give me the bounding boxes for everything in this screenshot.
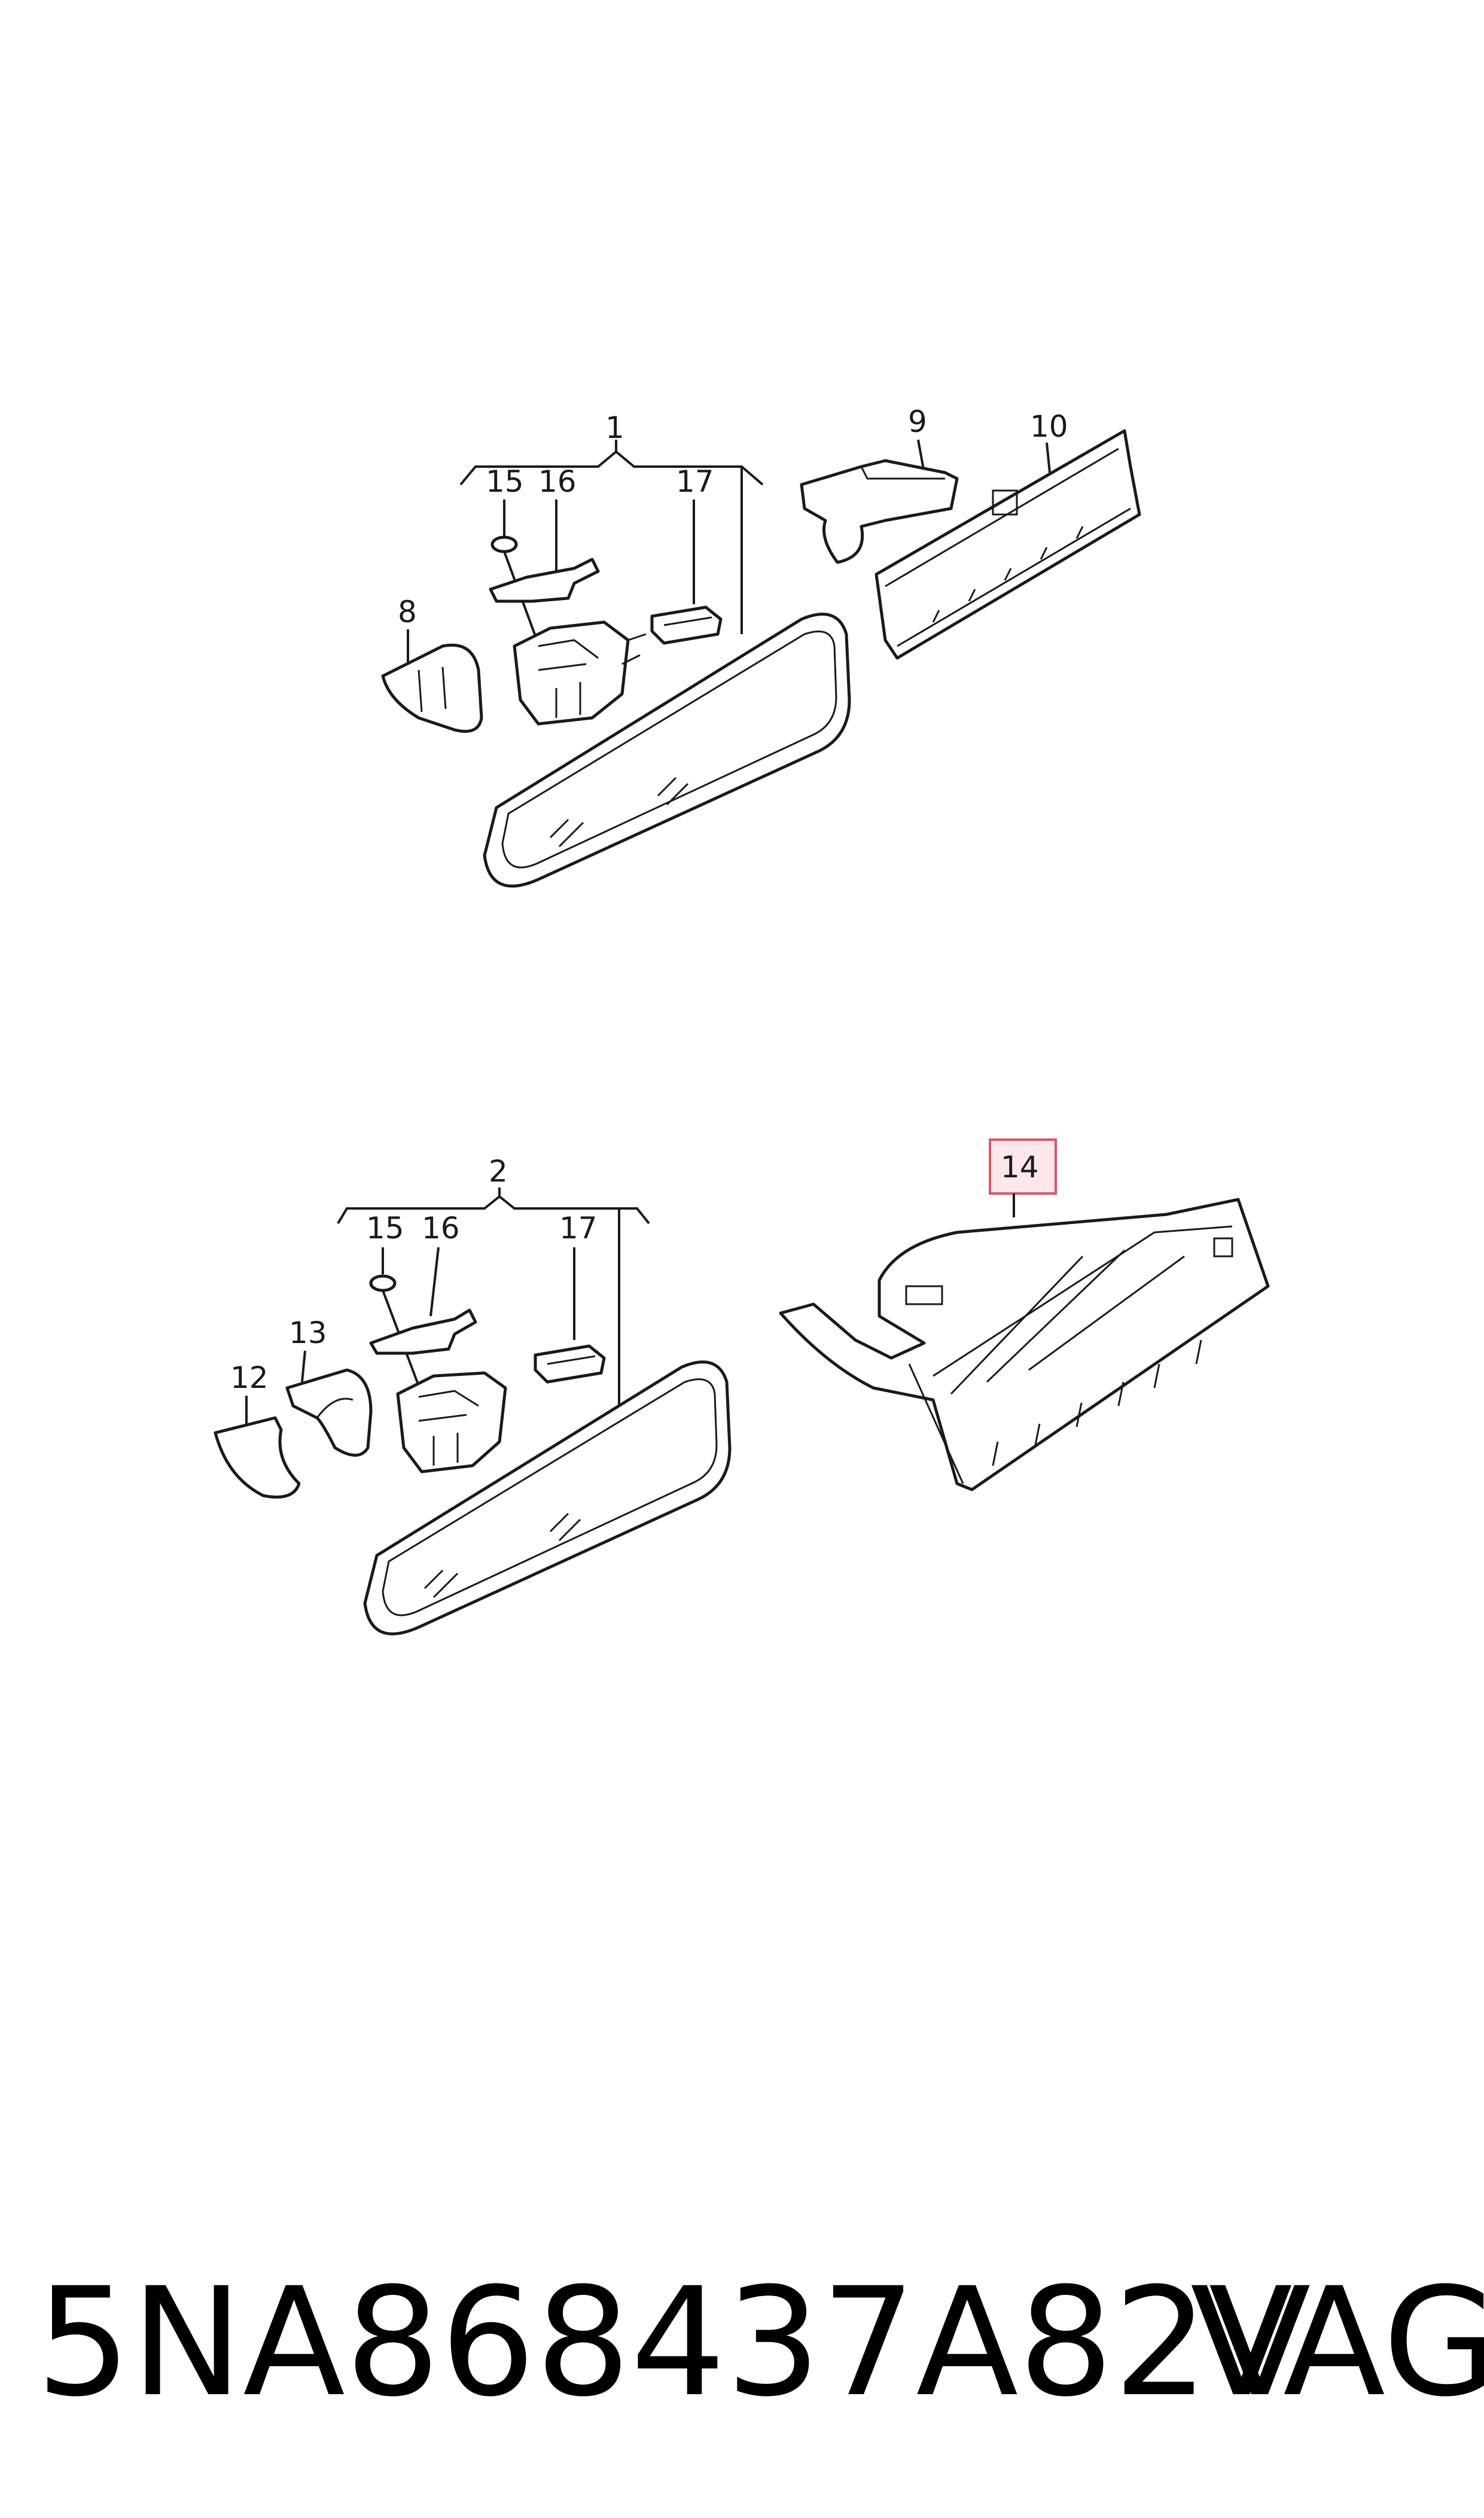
- callout-16: 16: [422, 1211, 460, 1246]
- brand-label: VAG: [1190, 2255, 1484, 2429]
- callout-14-group: 14: [989, 1138, 1057, 1217]
- callout-16: 16: [538, 464, 577, 499]
- callout-8: 8: [398, 595, 417, 629]
- callout-15: 15: [366, 1211, 404, 1246]
- callout-14: 14: [1001, 1150, 1039, 1185]
- mirror-cover-part-12: [214, 1416, 301, 1499]
- callout-14-highlight: [989, 1138, 1057, 1195]
- callout-13: 13: [289, 1316, 327, 1350]
- assembly-2: 2 15 16 17 12 13: [214, 1138, 1270, 1636]
- trim-panel-part-14: [779, 1198, 1270, 1491]
- connector-part: [650, 605, 723, 645]
- spring-clip-part: [369, 1308, 477, 1355]
- rear-view-mirror-part: [483, 613, 851, 888]
- connector-part: [534, 1344, 606, 1384]
- callout-17: 17: [676, 464, 714, 499]
- callout-17: 17: [559, 1211, 598, 1246]
- callout-10: 10: [1030, 409, 1068, 444]
- callout-15: 15: [486, 464, 524, 499]
- callout-1: 1: [605, 410, 624, 445]
- part-number: 5NA868437A82V: [36, 2255, 1311, 2429]
- assembly-1: 1 15 16 17 8: [381, 404, 1141, 888]
- spring-clip-part: [489, 558, 600, 603]
- callout-12: 12: [230, 1360, 269, 1395]
- mirror-cover-part-13: [285, 1368, 373, 1457]
- mirror-mount-part: [513, 620, 630, 726]
- callout-9: 9: [908, 404, 927, 439]
- mirror-mount-part: [396, 1371, 507, 1473]
- rear-view-mirror-part: [363, 1360, 732, 1636]
- trim-part-9: [800, 459, 959, 564]
- callout-2: 2: [489, 1154, 508, 1189]
- trim-panel-part-10: [874, 429, 1141, 660]
- mirror-cover-part-8: [381, 643, 483, 733]
